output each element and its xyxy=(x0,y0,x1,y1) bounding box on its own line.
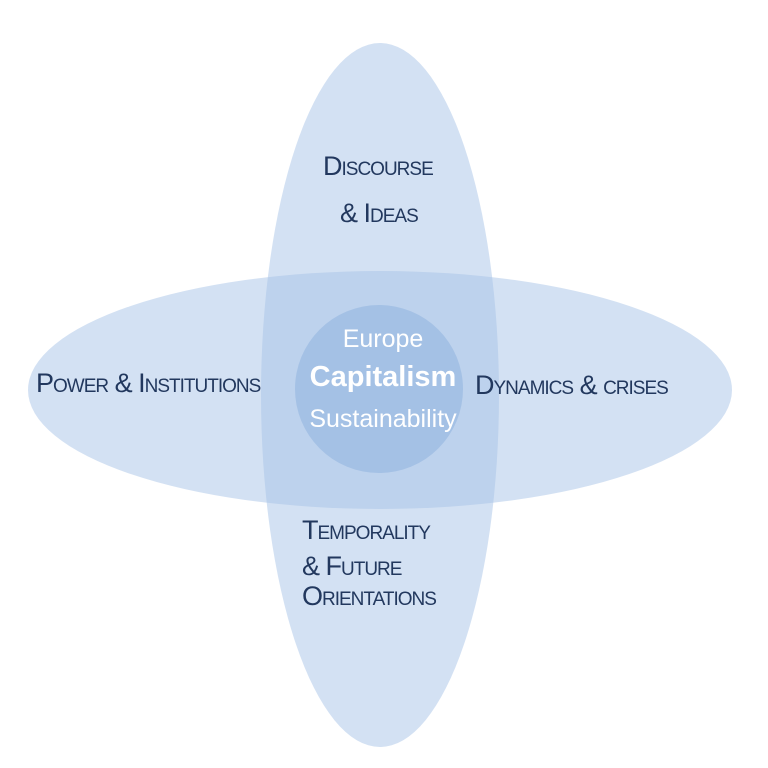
bottom-label-line2: & Future xyxy=(302,551,402,581)
top-label-line2: & Ideas xyxy=(340,198,419,228)
bottom-label-line3: Orientations xyxy=(302,581,437,611)
top-label-line1: Discourse xyxy=(323,151,434,181)
center-label-sustainability: Sustainability xyxy=(309,405,457,433)
center-label-capitalism: Capitalism xyxy=(309,361,457,393)
bottom-label-line1: Temporality xyxy=(302,515,431,545)
right-label: Dynamics & crises xyxy=(475,370,669,400)
center-label-europe: Europe xyxy=(342,325,424,353)
left-label: Power & Institutions xyxy=(36,368,261,398)
center-circle xyxy=(295,305,463,473)
